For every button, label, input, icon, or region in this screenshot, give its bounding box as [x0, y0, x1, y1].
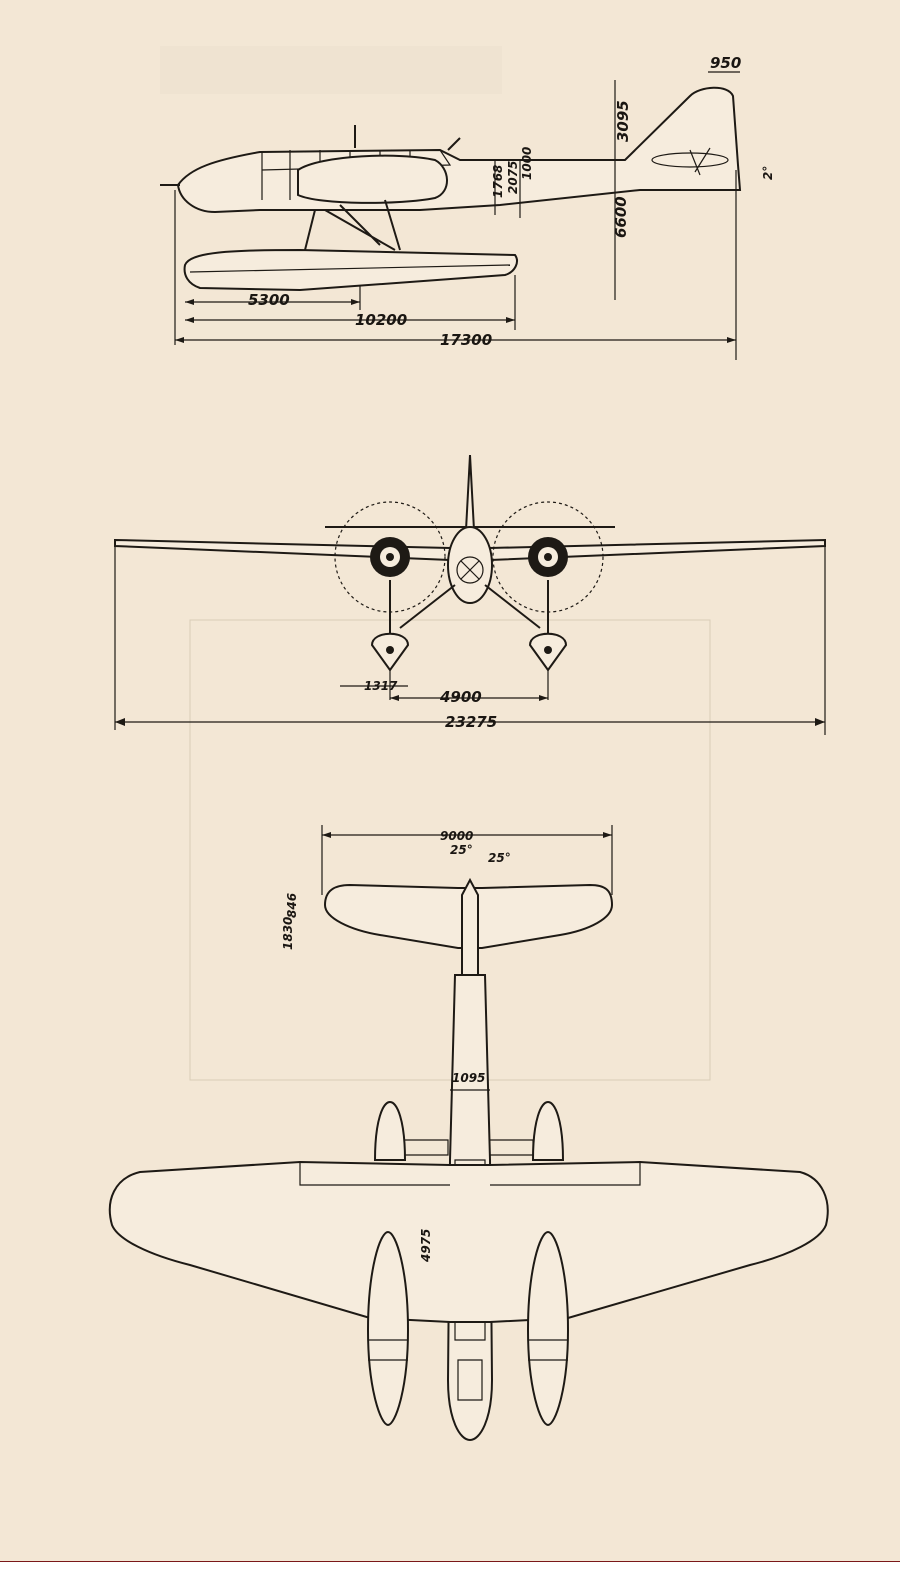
- dim-fin-chord: 950: [710, 54, 741, 72]
- dim-dihedral-right: 25°: [488, 851, 511, 865]
- dim-dihedral-left: 25°: [450, 843, 473, 857]
- top-left-float: [366, 1230, 410, 1427]
- front-view: 1317 4900 23275: [114, 454, 826, 735]
- top-left-nacelle: [373, 1100, 407, 1161]
- dim-tail-span: 9000: [440, 829, 473, 843]
- top-right-nacelle: [531, 1100, 565, 1161]
- side-view: 5300 10200 17300 950 3095 6600 1768 2075…: [160, 54, 775, 360]
- dim-wingspan: 23275: [445, 713, 497, 731]
- dim-overall-length: 17300: [440, 331, 492, 349]
- background-ghost-lines: [189, 619, 711, 1081]
- dim-float-offset: 4975: [419, 1229, 433, 1263]
- top-right-float: [526, 1230, 570, 1427]
- top-view: 9000 25° 25° 1830 846 1095 4975: [108, 825, 829, 1442]
- top-main-wing: [108, 1160, 829, 1323]
- dim-incidence: 2°: [761, 166, 775, 180]
- dim-tail-b: 1000: [520, 147, 534, 180]
- dim-fuselage-width: 1095: [452, 1071, 485, 1085]
- dim-tail-a: 2075: [506, 161, 520, 194]
- dim-fuselage-height: 1768: [491, 165, 505, 198]
- dim-total-height: 6600: [612, 196, 630, 238]
- dim-nose-to-step: 5300: [248, 291, 290, 309]
- dim-float-track: 4900: [439, 688, 482, 706]
- frame-bottom-margin: [0, 1562, 900, 1583]
- dim-float-width: 1317: [364, 679, 398, 693]
- dim-elevator-chord: 846: [285, 893, 299, 918]
- dim-tail-chord: 1830: [281, 917, 295, 950]
- dim-float-length: 10200: [355, 311, 407, 329]
- side-engine-nacelle: [297, 154, 448, 204]
- blank-label-patch: [160, 46, 502, 94]
- dim-fin-height: 3095: [614, 100, 632, 142]
- side-float: [183, 248, 518, 292]
